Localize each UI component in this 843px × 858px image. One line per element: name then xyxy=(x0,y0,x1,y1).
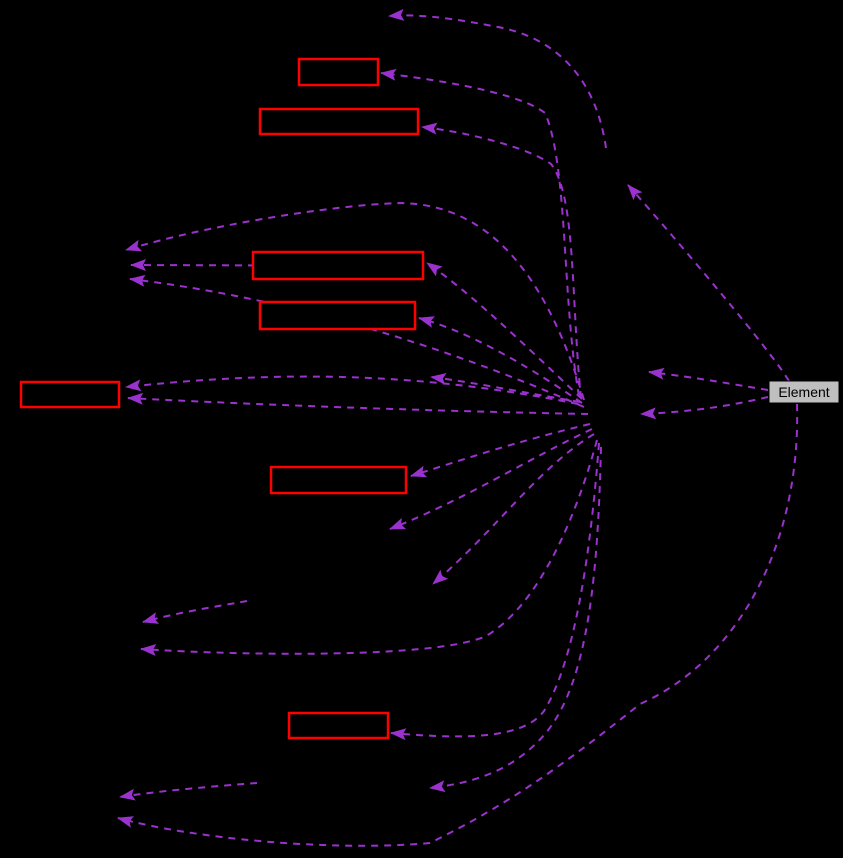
edge-to-node-c xyxy=(426,262,583,400)
class-node-node-c[interactable] xyxy=(251,250,425,281)
main-node-label: Element xyxy=(778,384,829,400)
edge-to-mid-arrow xyxy=(430,372,581,403)
edge-to-arrow-788 xyxy=(429,446,602,793)
class-node-node-b[interactable] xyxy=(258,107,420,136)
edge-to-node-e-lower xyxy=(127,392,589,415)
class-node-node-a[interactable] xyxy=(297,57,380,87)
edge-to-top-arrow xyxy=(388,8,607,149)
class-node-node-f[interactable] xyxy=(269,465,408,495)
edge-element-to-center-1 xyxy=(648,367,769,391)
edge-to-node-b xyxy=(421,122,582,399)
class-node-node-d[interactable] xyxy=(258,300,417,331)
edge-to-left-arrow-1 xyxy=(125,201,585,401)
edge-to-arrow-584 xyxy=(432,433,595,585)
edge-element-bottom-sweep xyxy=(117,403,799,847)
edge-to-node-f xyxy=(410,423,591,478)
edge-to-arrow-529 xyxy=(389,428,593,530)
edge-to-arrow-797 xyxy=(119,782,258,801)
edge-to-node-a xyxy=(380,68,580,397)
edge-to-arrow-649 xyxy=(140,439,598,656)
main-node-element xyxy=(768,380,840,404)
edge-to-node-e-upper xyxy=(125,375,579,405)
edge-element-to-upper-hidden xyxy=(627,184,790,382)
edge-element-to-center-2 xyxy=(640,396,769,420)
edge-to-node-g xyxy=(390,442,600,741)
edge-to-arrow-622 xyxy=(142,600,248,624)
class-node-node-g[interactable] xyxy=(287,711,390,740)
edge-to-left-arrow-3 xyxy=(129,274,585,408)
class-node-node-e[interactable] xyxy=(19,380,121,409)
